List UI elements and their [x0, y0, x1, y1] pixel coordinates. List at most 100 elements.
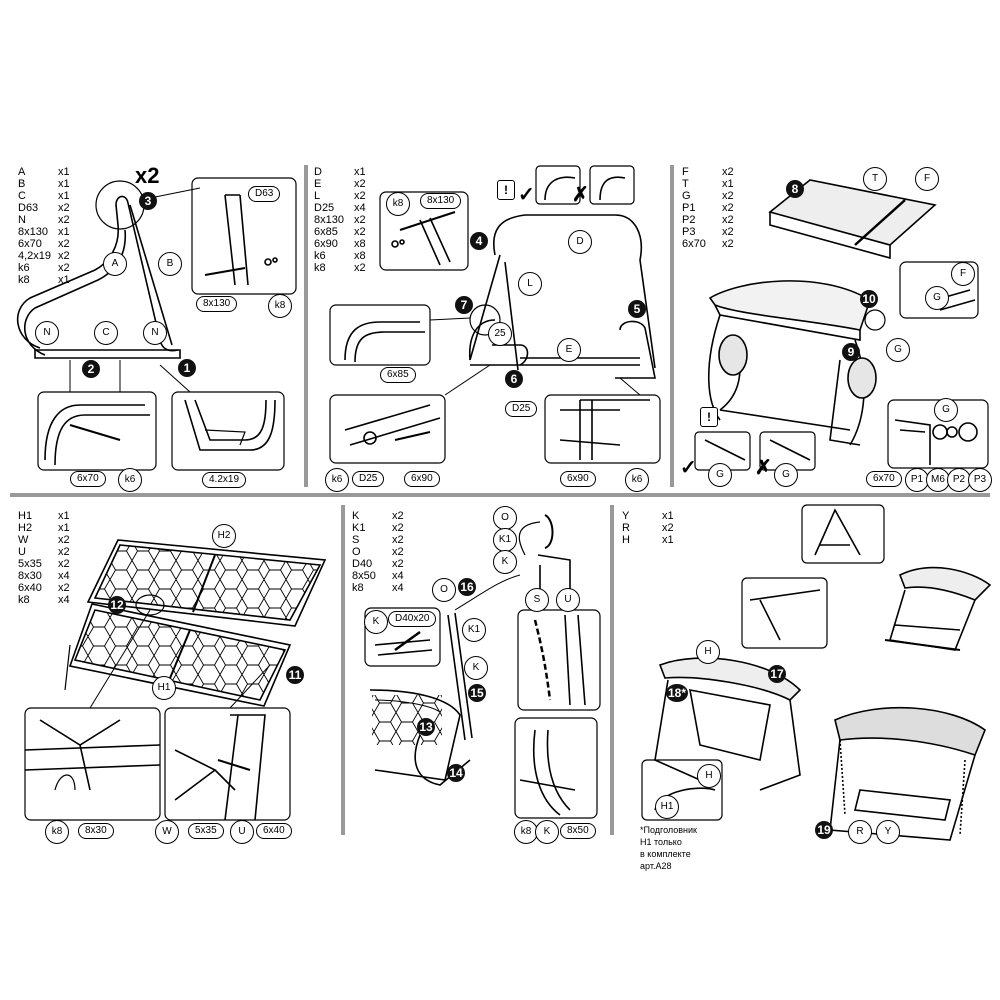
label-e: E [557, 338, 581, 362]
label-6x70: 6x70 [866, 471, 902, 487]
label-t: T [863, 167, 887, 191]
warning-icon: ! [497, 180, 515, 200]
step-5: 5 [628, 300, 646, 318]
label-6x40: 6x40 [256, 823, 292, 839]
label-p1: P1 [905, 468, 929, 492]
step-7: 7 [455, 296, 473, 314]
label-k-top: K [493, 550, 517, 574]
headrest-note: *Подголовник Н1 только в комплекте арт.A… [640, 824, 697, 872]
step-8: 8 [786, 180, 804, 198]
label-k1-mid: K1 [462, 618, 486, 642]
label-k6-left: k6 [325, 468, 349, 492]
label-k8: k8 [45, 820, 69, 844]
step-17: 17 [768, 665, 786, 683]
label-o-mid: O [432, 578, 456, 602]
label-6x70: 6x70 [70, 471, 106, 487]
check-icon: ✓ [680, 457, 697, 479]
label-k8: k8 [268, 294, 292, 318]
step-14: 14 [447, 764, 465, 782]
label-25: 25 [488, 322, 512, 346]
label-h2: H2 [212, 524, 236, 548]
label-g-cross: G [774, 463, 798, 487]
label-8x30: 8x30 [78, 823, 114, 839]
label-w: W [155, 820, 179, 844]
label-p3: P3 [968, 468, 992, 492]
cross-icon: ✗ [572, 184, 589, 206]
label-6x90-right: 6x90 [560, 471, 596, 487]
label-d40x20: D40x20 [388, 611, 437, 627]
step-3: 3 [139, 192, 157, 210]
label-r: R [848, 820, 872, 844]
label-8x50: 8x50 [560, 823, 596, 839]
step-19: 19 [815, 821, 833, 839]
label-d63: D63 [248, 186, 281, 202]
cross-icon: ✗ [755, 457, 772, 479]
label-k8: k8 [386, 192, 410, 216]
label-h1: H1 [655, 795, 679, 819]
step-4: 4 [470, 232, 488, 250]
step-10: 10 [860, 290, 878, 308]
label-k-mid: K [464, 656, 488, 680]
label-s: S [525, 588, 549, 612]
step-15: 15 [468, 684, 486, 702]
label-h-top: H [696, 640, 720, 664]
check-icon: ✓ [518, 184, 535, 206]
label-l: L [518, 272, 542, 296]
multiplier-label: x2 [135, 163, 160, 188]
label-h-detail: H [697, 764, 721, 788]
step-6: 6 [505, 370, 523, 388]
label-g-parts: G [934, 398, 958, 422]
label-n-right: N [143, 321, 167, 345]
label-4-2x19: 4.2x19 [202, 472, 247, 488]
step-2: 2 [82, 360, 100, 378]
label-b: B [158, 252, 182, 276]
label-n-left: N [35, 321, 59, 345]
step-16: 16 [458, 578, 476, 596]
label-6x85: 6x85 [380, 367, 416, 383]
step-1: 1 [178, 359, 196, 377]
label-5x35: 5x35 [188, 823, 224, 839]
label-c: C [94, 321, 118, 345]
label-y: Y [876, 820, 900, 844]
